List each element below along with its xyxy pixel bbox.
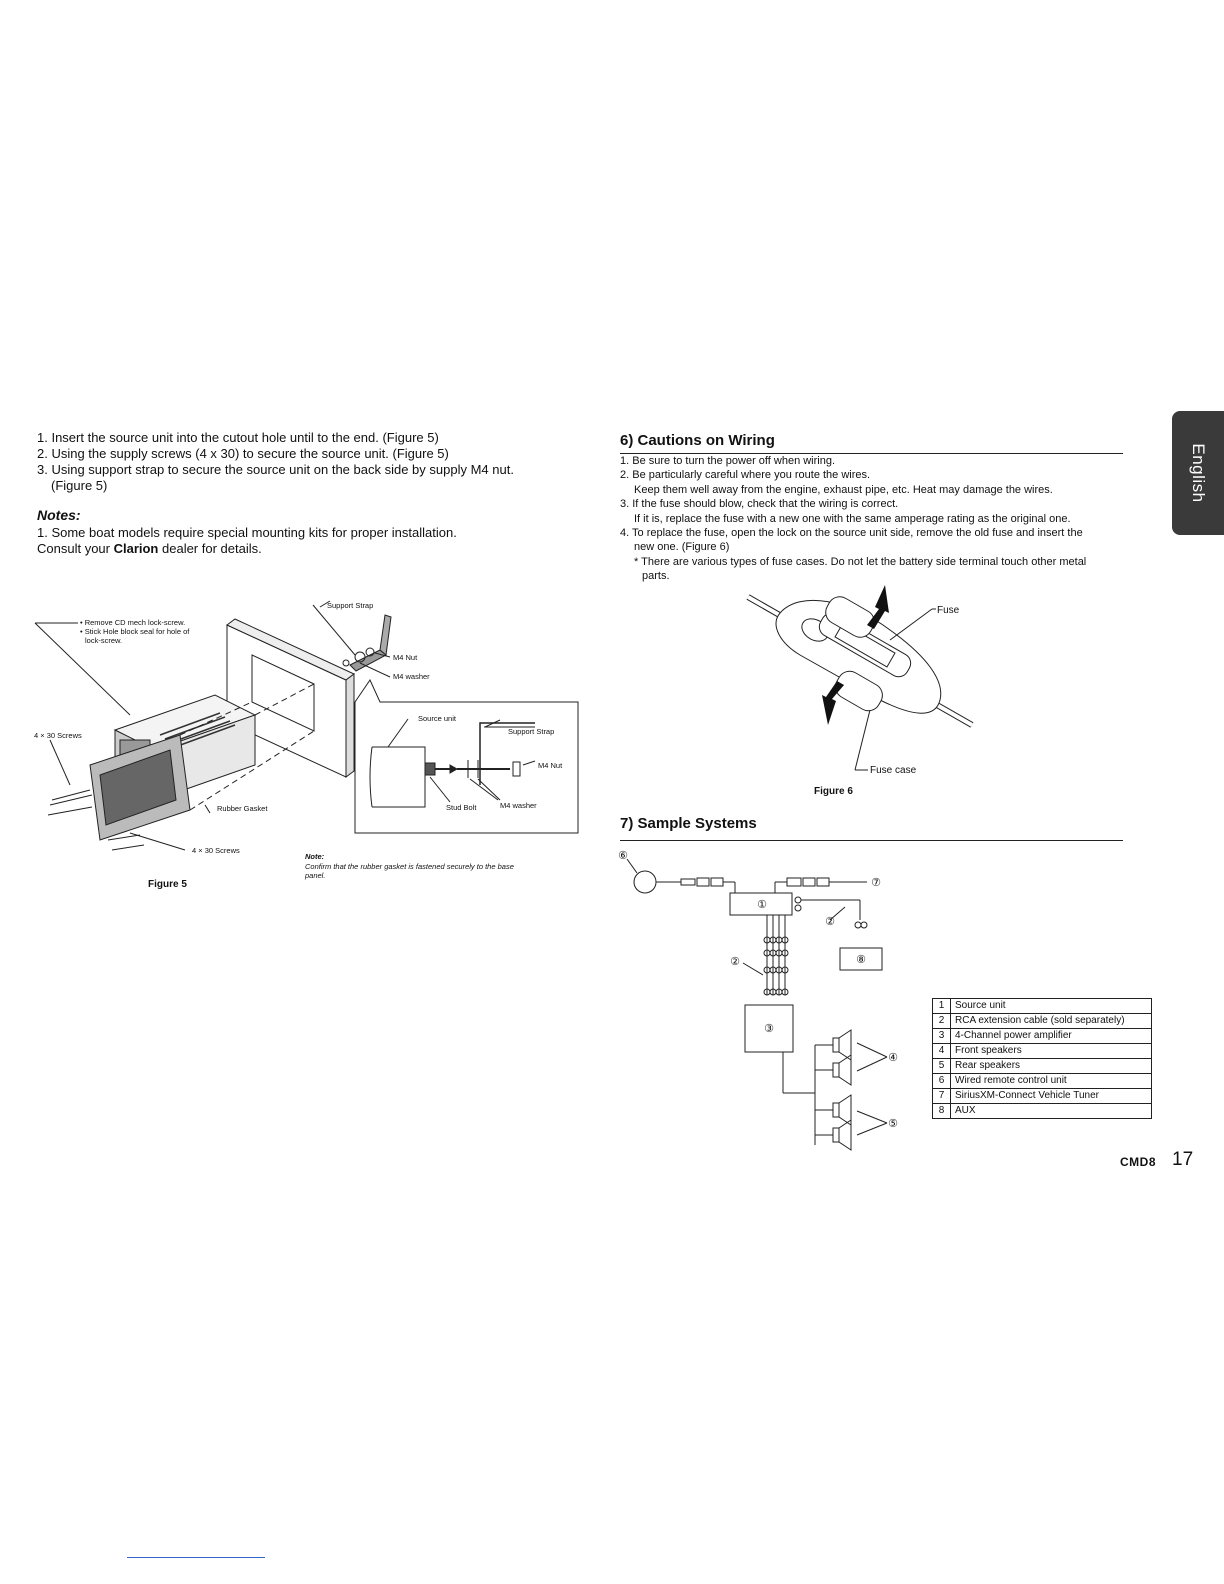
fig5-label-screws-bottom: 4 × 30 Screws (192, 846, 240, 855)
marker-5: ⑤ (888, 1118, 898, 1130)
legend-text: Source unit (950, 998, 1152, 1014)
figure-6-illustration (746, 585, 974, 771)
legend-number: 6 (932, 1073, 951, 1089)
marker-7: ⑦ (871, 877, 881, 889)
fig5-label-m4-washer: M4 washer (393, 672, 430, 681)
wiring-item-3: 3. If the fuse should blow, check that t… (620, 498, 899, 510)
sample-systems-diagram: ① ② ② ③ ④ ⑤ ⑥ ⑦ ⑧ (618, 850, 898, 1151)
wiring-item-1: 1. Be sure to turn the power off when wi… (620, 455, 836, 467)
language-tab: English (1172, 411, 1224, 535)
section-6-rule (620, 453, 1123, 454)
legend-number: 7 (932, 1088, 951, 1104)
legend-number: 5 (932, 1058, 951, 1074)
legend-number: 8 (932, 1103, 951, 1119)
section-7-heading: 7) Sample Systems (620, 815, 757, 832)
notes-line-2-post: dealer for details. (158, 541, 262, 556)
notes-line-1: 1. Some boat models require special moun… (37, 525, 457, 540)
notes-line-2-pre: Consult your (37, 541, 114, 556)
legend-text: Front speakers (950, 1043, 1152, 1059)
fig5-label-screws-left: 4 × 30 Screws (34, 731, 82, 740)
legend-number: 1 (932, 998, 951, 1014)
marker-3: ③ (764, 1023, 774, 1035)
notes-heading: Notes: (37, 507, 81, 523)
legend-number: 3 (932, 1028, 951, 1044)
fig5-inset-m4-nut: M4 Nut (538, 761, 563, 770)
section-6-heading: 6) Cautions on Wiring (620, 432, 775, 449)
fig5-inset-source-unit: Source unit (418, 714, 456, 723)
wiring-item-note: * There are various types of fuse cases.… (634, 556, 1087, 568)
fig5-label-rubber-gasket: Rubber Gasket (217, 804, 268, 813)
install-step-1: 1. Insert the source unit into the cutou… (37, 430, 439, 445)
bottom-link-underline (127, 1557, 265, 1558)
legend-text: Rear speakers (950, 1058, 1152, 1074)
fig5-label-remove-3: lock-screw. (85, 636, 123, 645)
fig5-inset-stud-bolt: Stud Bolt (446, 803, 477, 812)
figure-5-caption: Figure 5 (148, 879, 187, 890)
footer-model: CMD8 (1120, 1155, 1157, 1169)
fig5-note-text-2: panel. (305, 871, 326, 880)
fig6-label-fuse: Fuse (937, 605, 960, 616)
wiring-item-note-cont: parts. (642, 570, 670, 582)
marker-8: ⑧ (856, 954, 866, 966)
fig5-inset-support-strap: Support Strap (508, 727, 555, 736)
marker-1: ① (757, 899, 767, 911)
fig5-note-text-1: Confirm that the rubber gasket is fasten… (305, 862, 514, 871)
install-step-3: 3. Using support strap to secure the sou… (37, 462, 514, 477)
marker-4: ④ (888, 1052, 898, 1064)
legend-text: 4-Channel power amplifier (950, 1028, 1152, 1044)
wiring-item-4-cont: new one. (Figure 6) (634, 541, 730, 553)
legend-text: SiriusXM-Connect Vehicle Tuner (950, 1088, 1152, 1104)
marker-2a: ② (825, 916, 835, 928)
legend-text: RCA extension cable (sold separately) (950, 1013, 1152, 1029)
section-7-rule (620, 840, 1123, 841)
figure-6-caption: Figure 6 (814, 786, 853, 797)
fig5-note-title: Note: (305, 852, 325, 861)
marker-2b: ② (730, 956, 740, 968)
install-step-2: 2. Using the supply screws (4 x 30) to s… (37, 446, 449, 461)
legend-text: Wired remote control unit (950, 1073, 1152, 1089)
figure-5-illustration (34, 600, 579, 851)
legend-text: AUX (950, 1103, 1152, 1119)
legend-number: 2 (932, 1013, 951, 1029)
fig5-label-remove-1: • Remove CD mech lock-screw. (80, 618, 186, 627)
wiring-item-3-cont: If it is, replace the fuse with a new on… (634, 513, 1071, 525)
wiring-item-2-cont: Keep them well away from the engine, exh… (634, 484, 1053, 496)
fig5-label-m4-nut: M4 Nut (393, 653, 418, 662)
wiring-item-4: 4. To replace the fuse, open the lock on… (620, 527, 1083, 539)
brand-name: Clarion (113, 541, 159, 556)
legend-number: 4 (932, 1043, 951, 1059)
fig5-label-support-strap: Support Strap (327, 601, 374, 610)
footer-page-number: 17 (1172, 1149, 1194, 1170)
notes-line-2: Consult your Clarion dealer for details. (37, 541, 262, 557)
fig5-label-remove-2: • Stick Hole block seal for hole of (80, 627, 190, 636)
wiring-item-2: 2. Be particularly careful where you rou… (620, 469, 871, 481)
marker-6: ⑥ (618, 850, 628, 862)
language-tab-label: English (1189, 443, 1208, 503)
install-step-3-cont: (Figure 5) (51, 478, 108, 493)
fig6-label-fuse-case: Fuse case (870, 765, 917, 776)
fig5-inset-m4-washer: M4 washer (500, 801, 537, 810)
